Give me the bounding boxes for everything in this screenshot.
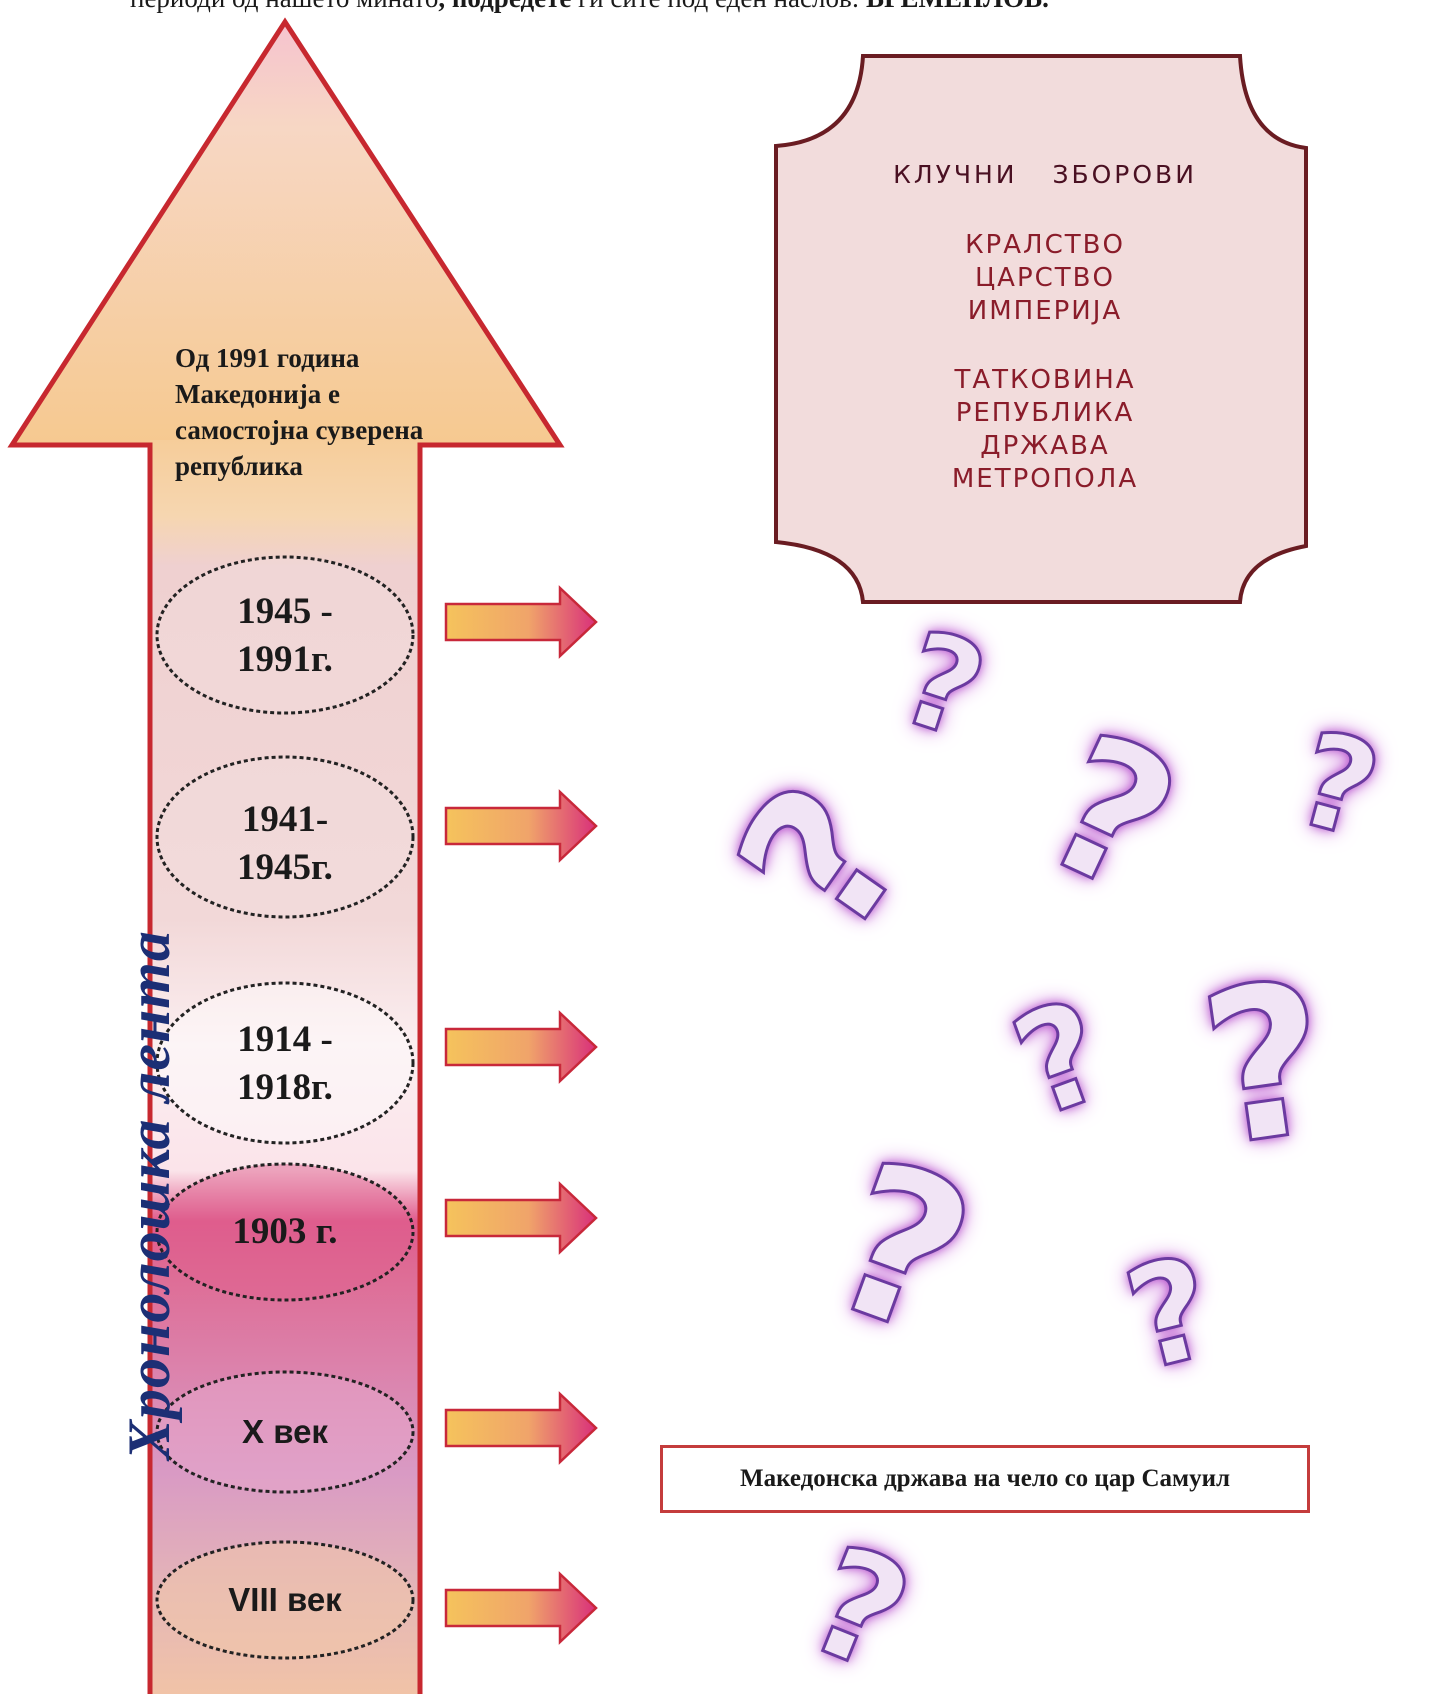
period-ovals — [155, 555, 415, 1660]
period-x-vek-label: X век — [242, 1413, 328, 1450]
keywords-panel: КЛУЧНИ ЗБОРОВИ КРАЛСТВО ЦАРСТВО ИМПЕРИЈА… — [775, 160, 1315, 532]
pointer-arrow-4 — [444, 1181, 598, 1255]
keyword: ИМПЕРИЈА — [967, 296, 1123, 326]
keywords-group-2: ТАТКОВИНА РЕПУБЛИКА ДРЖАВА МЕТРОПОЛА — [775, 364, 1315, 496]
oval-1941 — [155, 755, 415, 919]
period-1914-label: 1914 -1918г. — [237, 1019, 333, 1108]
oval-viii-vek — [155, 1540, 415, 1660]
pointer-arrow-5 — [444, 1391, 598, 1465]
oval-1945 — [155, 555, 415, 715]
keywords-heading: КЛУЧНИ ЗБОРОВИ — [893, 160, 1197, 189]
present-republic-text: Од 1991 година Македонија е самостојна с… — [175, 343, 424, 481]
oval-x-vek — [155, 1370, 415, 1494]
keywords-group-1: КРАЛСТВО ЦАРСТВО ИМПЕРИЈА — [775, 229, 1315, 328]
pointer-arrow-1 — [444, 585, 598, 659]
arrow-head — [12, 22, 560, 445]
keyword: РЕПУБЛИКА — [955, 398, 1135, 428]
keyword: МЕТРОПОЛА — [951, 464, 1139, 494]
period-1941-label: 1941-1945г. — [237, 799, 333, 888]
instruction-line: периоди од нашето минато, подредете ги с… — [130, 0, 1330, 14]
period-viii-vek-label: VIII век — [228, 1581, 342, 1618]
samuel-state-box: Македонска држава на чело со цар Самуил — [660, 1445, 1310, 1513]
oval-1903 — [155, 1162, 415, 1302]
keywords-plaque — [774, 54, 1308, 604]
keyword: ЦАРСТВО — [975, 263, 1115, 293]
keyword: КРАЛСТВО — [965, 230, 1125, 260]
oval-1914 — [155, 981, 415, 1145]
pointer-arrow-3 — [444, 1010, 598, 1084]
timeline-title: Хронолошка лента — [116, 930, 182, 1460]
keyword: ТАТКОВИНА — [954, 365, 1136, 395]
pointer-arrow-6 — [444, 1571, 598, 1645]
period-1903-label: 1903 г. — [232, 1211, 338, 1252]
pointer-arrow-2 — [444, 789, 598, 863]
pointer-arrows — [444, 585, 598, 1645]
period-1945-label: 1945 -1991г. — [237, 591, 333, 680]
keyword: ДРЖАВА — [980, 431, 1110, 461]
